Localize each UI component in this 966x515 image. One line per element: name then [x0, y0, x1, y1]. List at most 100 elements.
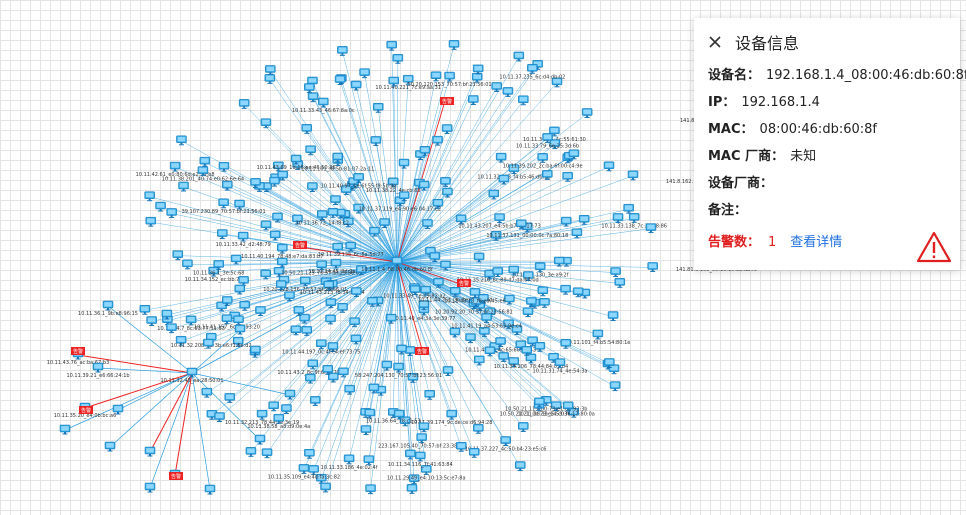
device-node[interactable] — [645, 223, 657, 234]
device-node[interactable] — [182, 259, 193, 270]
device-node[interactable] — [408, 474, 420, 485]
device-node[interactable] — [284, 291, 295, 302]
device-node[interactable]: 10.11.40.97_1e:6f:55:f8:5b:9a — [321, 173, 397, 189]
device-node[interactable]: 10.11.32.208_f4:b5:46:db:18 — [477, 164, 550, 181]
device-node[interactable] — [166, 323, 177, 334]
device-node[interactable] — [292, 214, 303, 225]
device-node[interactable] — [627, 170, 639, 181]
device-node[interactable] — [166, 208, 177, 218]
device-node[interactable] — [484, 307, 496, 318]
device-node[interactable]: 10.11.40.221_7c:e9:aa:31 — [375, 74, 441, 91]
device-node[interactable] — [233, 315, 244, 326]
device-node[interactable] — [364, 408, 376, 419]
device-node[interactable] — [144, 191, 155, 202]
device-node[interactable] — [360, 425, 372, 436]
device-node[interactable]: 10.11.37.227_4c:50:b4:23:e5:c6 — [465, 436, 547, 453]
device-node[interactable] — [398, 158, 410, 169]
device-node[interactable] — [518, 422, 529, 432]
device-node[interactable] — [607, 311, 619, 322]
device-node[interactable] — [490, 231, 502, 241]
device-node[interactable]: 10.11.38.201_40:74:e0:62:6e:64 — [162, 166, 244, 183]
device-node[interactable] — [608, 364, 620, 375]
device-node[interactable] — [260, 118, 272, 129]
device-node[interactable] — [301, 124, 313, 134]
device-node[interactable] — [254, 434, 266, 445]
device-node[interactable] — [176, 135, 187, 146]
device-node[interactable] — [386, 40, 397, 51]
device-node[interactable] — [264, 74, 276, 84]
device-node[interactable] — [214, 412, 225, 423]
device-node[interactable] — [526, 297, 537, 307]
device-node[interactable] — [381, 360, 393, 371]
device-node[interactable] — [581, 108, 593, 118]
device-node[interactable] — [419, 145, 431, 156]
device-node[interactable] — [327, 342, 339, 352]
device-node[interactable] — [222, 180, 233, 191]
device-node[interactable] — [277, 170, 288, 181]
device-node[interactable] — [379, 218, 390, 229]
device-node[interactable] — [320, 482, 331, 493]
device-node[interactable]: 10.11.36.1_3e:5c:68 — [193, 260, 244, 276]
device-node[interactable] — [330, 195, 341, 206]
device-node[interactable]: 10.11.32.213_78:44:3e:3e:19 — [225, 409, 299, 426]
alarm-badge[interactable]: 告警 — [440, 97, 454, 105]
device-node[interactable]: 58.247.204.130_70:57:bf:23:56:01 — [355, 362, 442, 379]
device-node[interactable]: 10.50.21.123_70:57:bf:23:56:01 — [281, 260, 362, 277]
device-node[interactable]: 10.11.39.135_6c:8a:5d:77 — [318, 241, 384, 258]
device-node[interactable]: 39.107.230.89_70:57:bf:23:56:01 — [182, 198, 266, 215]
alarm-badge[interactable]: 告警 — [79, 406, 93, 414]
device-node[interactable]: 10.11.40.194_78:48:e7:da:83:b7 — [241, 243, 323, 260]
device-node[interactable] — [409, 285, 421, 296]
device-node[interactable] — [304, 449, 315, 459]
device-node[interactable] — [442, 366, 454, 376]
device-node[interactable] — [293, 306, 305, 316]
device-node[interactable] — [155, 201, 166, 212]
device-node[interactable] — [542, 170, 553, 180]
device-node[interactable] — [468, 448, 480, 458]
device-node[interactable]: 10.11.36.73_14:f8:c2 — [296, 210, 349, 227]
alarm-badge[interactable]: 告警 — [71, 347, 85, 355]
device-node[interactable]: 10.11.42.61_e0:80:6d:e2:2a:b8 — [136, 161, 215, 178]
device-node[interactable] — [323, 280, 335, 291]
device-node[interactable]: 10.11.33.138_7c:2c:68:86 — [601, 213, 667, 229]
device-node[interactable] — [385, 313, 397, 324]
device-node[interactable] — [432, 135, 443, 146]
device-node[interactable] — [429, 252, 440, 262]
device-node[interactable]: 10.11.34.116_7f:41:63:84 — [388, 451, 453, 468]
device-node[interactable] — [351, 287, 362, 297]
device-node[interactable] — [560, 338, 572, 349]
device-node[interactable] — [325, 314, 336, 325]
device-node[interactable] — [368, 383, 380, 394]
device-node[interactable] — [504, 294, 515, 305]
device-node[interactable] — [407, 373, 419, 383]
device-node[interactable] — [498, 174, 510, 185]
alarm-badge[interactable]: 告警 — [415, 347, 429, 355]
device-node[interactable] — [604, 358, 615, 368]
device-node[interactable] — [144, 482, 156, 493]
device-node[interactable] — [465, 333, 476, 344]
device-node[interactable] — [514, 461, 526, 472]
device-node[interactable]: 10.11.38.58_a8:d9:0e:4a — [247, 413, 310, 430]
device-node[interactable] — [325, 298, 337, 309]
device-node[interactable] — [245, 447, 257, 457]
device-node[interactable] — [353, 203, 364, 214]
device-node[interactable] — [468, 95, 479, 106]
device-node[interactable] — [422, 219, 433, 229]
device-node[interactable] — [418, 180, 430, 191]
device-node[interactable] — [513, 51, 525, 62]
device-node[interactable] — [277, 257, 288, 268]
device-node[interactable] — [201, 387, 213, 398]
device-node[interactable] — [299, 313, 310, 324]
device-node[interactable] — [272, 212, 283, 223]
device-node[interactable] — [308, 465, 319, 475]
device-node[interactable] — [273, 267, 285, 277]
device-node[interactable] — [484, 346, 496, 357]
device-node[interactable] — [161, 309, 173, 320]
device-node[interactable] — [609, 381, 621, 392]
device-node[interactable] — [534, 397, 545, 408]
device-node[interactable] — [172, 250, 184, 261]
device-node[interactable] — [367, 297, 378, 307]
device-node[interactable] — [420, 285, 432, 296]
device-node[interactable] — [309, 396, 321, 406]
device-node[interactable] — [562, 401, 574, 412]
